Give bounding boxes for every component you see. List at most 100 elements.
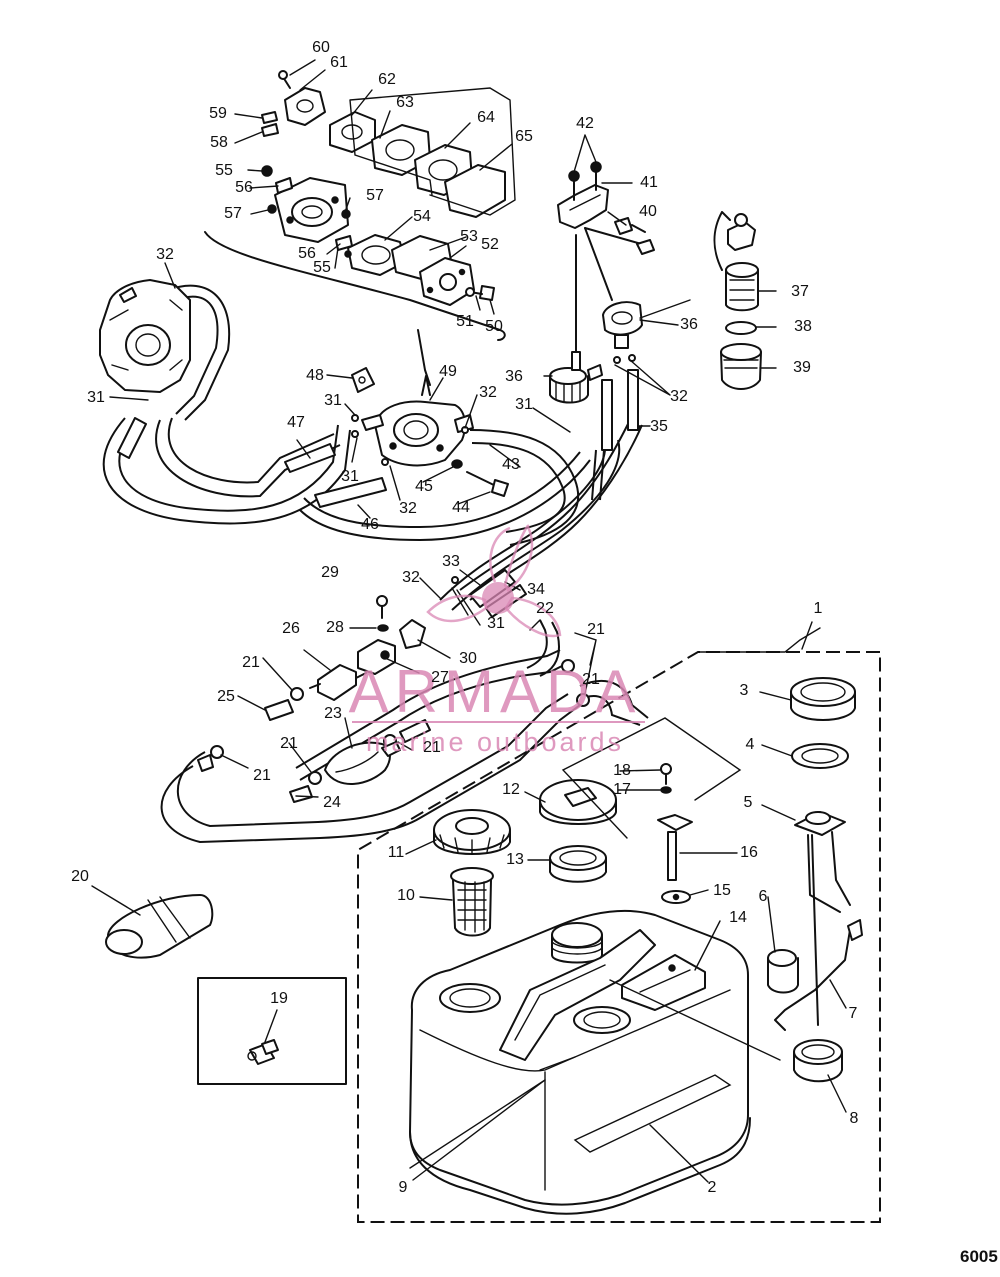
part-label: 41 <box>640 174 658 191</box>
part-label: 31 <box>515 396 533 413</box>
part-label: 31 <box>341 468 359 485</box>
part-label: 36 <box>505 368 523 385</box>
part-label: 37 <box>791 283 809 300</box>
fill-neck-ring <box>549 845 607 883</box>
part-label: 46 <box>361 516 379 533</box>
part-label: 39 <box>793 359 811 376</box>
clamps-21 <box>210 659 590 785</box>
leader-lines <box>91 59 847 1183</box>
part-label: 12 <box>502 781 520 798</box>
watermark-tagline: marine outboards <box>366 727 624 757</box>
part-label: 59 <box>209 105 227 122</box>
part-label: 15 <box>713 882 731 899</box>
fill-cap-right <box>539 779 617 825</box>
part-label: 31 <box>324 392 342 409</box>
part-label: 21 <box>582 671 600 688</box>
part-label: 57 <box>224 205 242 222</box>
pump-exploded <box>204 70 516 396</box>
part-label: 1 <box>814 600 823 617</box>
part-label: 36 <box>680 316 698 333</box>
part-label: 35 <box>650 418 668 435</box>
part-label: 4 <box>746 736 755 753</box>
part-label: 42 <box>576 115 594 132</box>
bracket-41 <box>557 161 655 353</box>
part-label: 7 <box>849 1005 858 1022</box>
part-label: 62 <box>378 71 396 88</box>
part-label: 14 <box>729 909 747 926</box>
part-label: 5 <box>744 794 753 811</box>
pickup-assembly <box>774 811 863 1031</box>
part-label: 52 <box>481 236 499 253</box>
part-label: 10 <box>397 887 415 904</box>
part-label: 31 <box>87 389 105 406</box>
watermark-brand: ARMADA <box>349 658 642 725</box>
part-label: 51 <box>456 313 474 330</box>
part-label: 32 <box>479 384 497 401</box>
watermark-propeller-logo <box>426 524 562 638</box>
part-label: 63 <box>396 94 414 111</box>
watermark: ARMADA marine outboards <box>349 524 645 757</box>
fitting-30 <box>399 619 426 649</box>
part-label: 21 <box>280 735 298 752</box>
part-label: 60 <box>312 39 330 56</box>
part-label: 44 <box>452 499 470 516</box>
part-label: 61 <box>330 54 348 71</box>
part-label: 18 <box>613 762 631 779</box>
filter-detail <box>713 211 762 390</box>
sleeve-20 <box>105 894 214 959</box>
part-label: 28 <box>326 619 344 636</box>
part-label: 22 <box>536 600 554 617</box>
part-label: 16 <box>740 844 758 861</box>
filter-36-lower <box>549 351 603 404</box>
part-label: 49 <box>439 363 457 380</box>
fuel-lines-upper <box>102 284 643 611</box>
reference-number: 6005 <box>960 1247 998 1266</box>
part-label: 53 <box>460 228 478 245</box>
fuel-tank <box>409 909 751 1215</box>
part-label: 32 <box>399 500 417 517</box>
tank-guide-9 <box>409 1079 546 1169</box>
connector-26 <box>309 664 367 701</box>
part-label: 25 <box>217 688 235 705</box>
fuel-strainer <box>450 867 494 937</box>
part-label: 58 <box>210 134 228 151</box>
fitting-19-box <box>197 977 347 1085</box>
gasket-4 <box>791 743 849 769</box>
part-label: 8 <box>850 1110 859 1127</box>
gasket-48 <box>351 367 375 393</box>
part-label: 26 <box>282 620 300 637</box>
part-label: 29 <box>321 564 339 581</box>
part-label: 50 <box>485 318 503 335</box>
part-label: 21 <box>253 767 271 784</box>
part-label: 47 <box>287 414 305 431</box>
tank-assembly-boundary <box>357 627 881 1223</box>
part-label: 45 <box>415 478 433 495</box>
part-label: 56 <box>298 245 316 262</box>
part-number-labels: 1 2 3 4 5 6 7 8 9 10 11 12 13 14 15 16 1… <box>71 39 858 1196</box>
part-label: 31 <box>487 615 505 632</box>
part-label: 19 <box>270 990 288 1007</box>
part-label: 21 <box>587 621 605 638</box>
part-label: 38 <box>794 318 812 335</box>
part-label: 13 <box>506 851 524 868</box>
part-label: 21 <box>423 739 441 756</box>
part-label: 24 <box>323 794 341 811</box>
part-label: 43 <box>502 456 520 473</box>
fuel-pump-49 <box>361 400 474 467</box>
part-label: 34 <box>527 581 545 598</box>
part-label: 32 <box>670 388 688 405</box>
hose-assembly <box>160 619 649 844</box>
part-label: 33 <box>442 553 460 570</box>
part-label: 20 <box>71 868 89 885</box>
part-label: 40 <box>639 203 657 220</box>
pickup-guide-line <box>609 979 781 1061</box>
fill-cap-left <box>433 809 511 855</box>
part-label: 6 <box>759 888 768 905</box>
filter-36-upper <box>602 299 691 349</box>
part-label: 65 <box>515 128 533 145</box>
part-label: 32 <box>156 246 174 263</box>
part-label: 56 <box>235 179 253 196</box>
part-label: 55 <box>215 162 233 179</box>
part-label: 23 <box>324 705 342 722</box>
